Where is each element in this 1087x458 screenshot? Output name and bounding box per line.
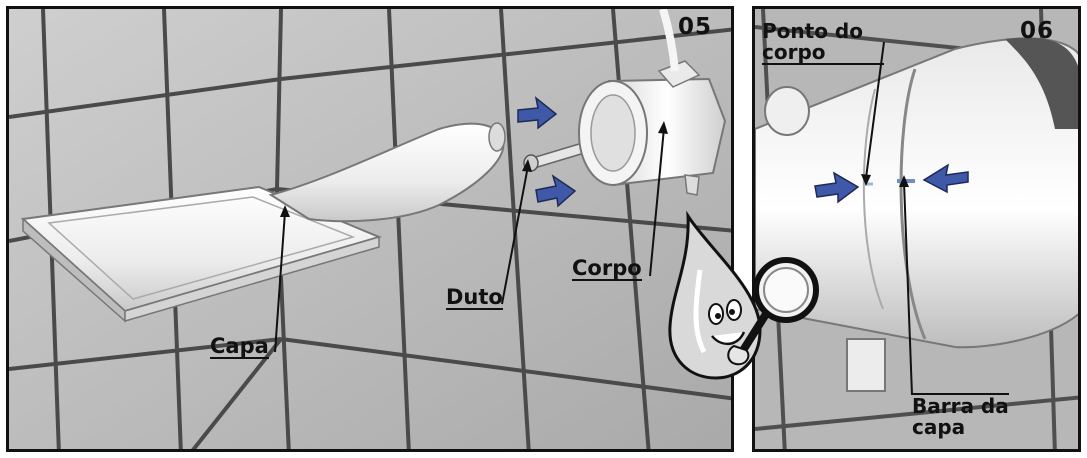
capa-edge (899, 68, 927, 340)
wall-fitting (764, 86, 810, 136)
step-number-06: 06 (1020, 18, 1055, 44)
label-ponto-do-corpo: Ponto do corpo (762, 21, 884, 65)
illustration-06 (755, 9, 1078, 449)
step-number-05: 05 (678, 14, 713, 40)
illustration-panel-05 (6, 6, 734, 452)
label-corpo: Corpo (572, 256, 642, 281)
dark-shadow (1005, 37, 1078, 129)
label-capa: Capa (210, 334, 269, 359)
label-ponto-line1: Ponto do (762, 19, 863, 43)
illustration-05 (9, 9, 731, 449)
label-barra-da-capa: Barra da capa (912, 393, 1009, 438)
bottom-fitting (846, 338, 886, 392)
illustration-panel-06 (752, 6, 1081, 452)
label-barra-line1: Barra da (912, 393, 1009, 418)
capa-part (20, 122, 506, 323)
label-ponto-line2: corpo (762, 42, 884, 65)
label-duto: Duto (446, 285, 503, 310)
label-barra-line2: capa (912, 415, 966, 439)
